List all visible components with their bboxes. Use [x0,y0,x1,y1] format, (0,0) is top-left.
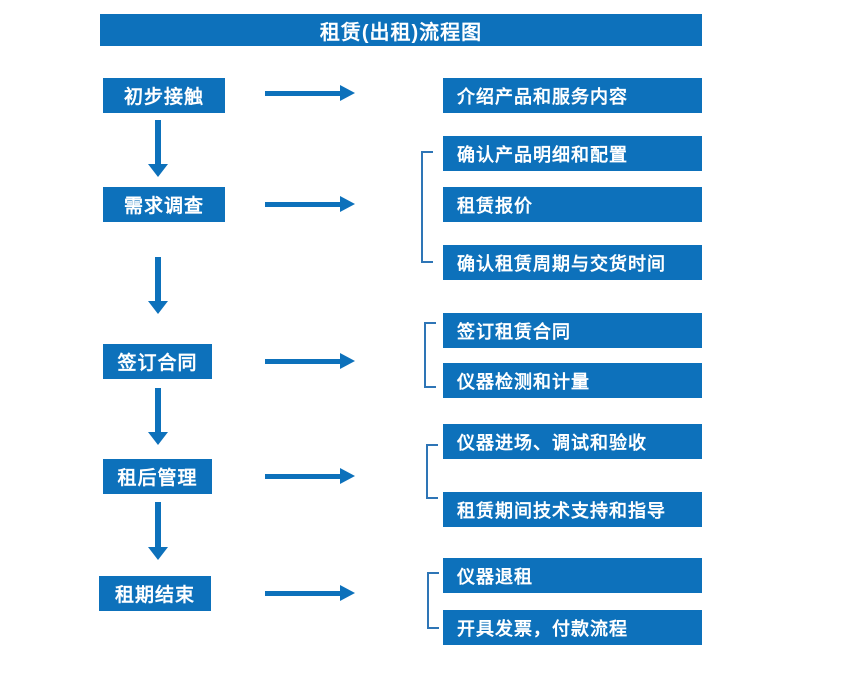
detail-box-invoice-payment: 开具发票，付款流程 [443,610,702,645]
stage-box-initial-contact: 初步接触 [103,78,225,113]
stage-box-demand-survey: 需求调查 [103,187,225,222]
right-arrow-icon [265,353,355,369]
right-arrow-icon [265,468,355,484]
detail-box-tech-support: 租赁期间技术支持和指导 [443,492,702,527]
down-arrow-icon [148,257,168,314]
detail-box-confirm-config: 确认产品明细和配置 [443,136,702,171]
right-arrow-icon [265,85,355,101]
group-bracket-icon [421,151,433,263]
detail-box-rental-quote: 租赁报价 [443,187,702,222]
detail-box-inspection: 仪器检测和计量 [443,363,702,398]
down-arrow-icon [148,502,168,560]
right-arrow-icon [265,196,355,212]
right-arrow-icon [265,585,355,601]
stage-box-lease-end: 租期结束 [99,576,211,611]
group-bracket-icon [427,572,439,629]
group-bracket-icon [424,322,436,388]
flowchart-title: 租赁(出租)流程图 [100,14,702,46]
detail-box-installation: 仪器进场、调试和验收 [443,424,702,459]
stage-box-post-rental: 租后管理 [103,459,212,494]
group-bracket-icon [426,444,438,499]
down-arrow-icon [148,120,168,177]
down-arrow-icon [148,388,168,445]
detail-box-sign-lease: 签订租赁合同 [443,313,702,348]
stage-box-sign-contract: 签订合同 [103,344,212,379]
detail-box-confirm-period: 确认租赁周期与交货时间 [443,245,702,280]
detail-box-intro-products: 介绍产品和服务内容 [443,78,702,113]
detail-box-return: 仪器退租 [443,558,702,593]
